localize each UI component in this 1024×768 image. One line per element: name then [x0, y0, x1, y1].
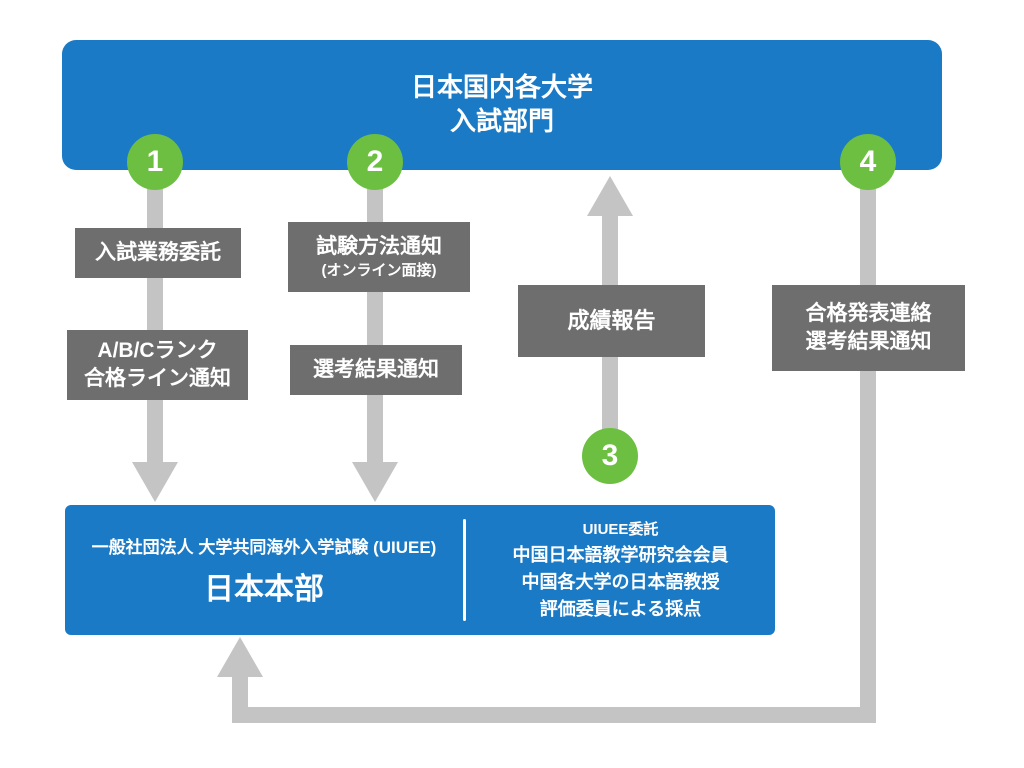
label-box-grade-report: 成績報告 — [518, 285, 705, 357]
headquarters-name: 日本本部 — [204, 572, 324, 606]
committee-line-3: 中国各大学の日本語教授 — [521, 571, 720, 592]
headquarters-right-section: UIUEE委託 中国日本語教学研究会会員 中国各大学の日本語教授 評価委員による… — [466, 505, 775, 635]
label-text-line-1: 試験方法通知 — [316, 235, 442, 259]
label-box-selection-result-notice: 選考結果通知 — [290, 345, 462, 395]
uiuee-headquarters-box: 一般社団法人 大学共同海外入学試験 (UIUEE) 日本本部 UIUEE委託 中… — [65, 505, 775, 635]
arrow-2-shaft — [367, 168, 383, 464]
arrow-3-up-arrowhead-icon — [587, 176, 633, 216]
arrow-1-down-arrowhead-icon — [132, 462, 178, 502]
arrow-1-shaft — [147, 168, 163, 464]
label-text-line-1: A/B/Cランク — [97, 338, 218, 362]
label-text: 成績報告 — [567, 308, 656, 334]
arrow-2-down-arrowhead-icon — [352, 462, 398, 502]
headquarters-left-section: 一般社団法人 大学共同海外入学試験 (UIUEE) 日本本部 — [65, 505, 463, 635]
committee-line-1: UIUEE委託 — [582, 520, 659, 538]
label-text-line-1: 合格発表連絡 — [805, 301, 932, 325]
section-divider — [463, 519, 466, 621]
label-text-line-2: (オンライン面接) — [321, 261, 437, 279]
arrow-4-vertical-shaft — [860, 168, 876, 723]
label-text-line-2: 合格ライン通知 — [84, 367, 231, 390]
step-badge-2: 2 — [347, 134, 403, 190]
organization-line: 一般社団法人 大学共同海外入学試験 (UIUEE) — [91, 537, 437, 557]
label-text-line-2: 選考結果通知 — [805, 330, 932, 353]
step-badge-1: 1 — [127, 134, 183, 190]
universities-banner: 日本国内各大学 入試部門 — [62, 40, 942, 170]
committee-line-2: 中国日本語教学研究会会員 — [512, 544, 729, 565]
banner-line-1: 日本国内各大学 — [410, 72, 593, 103]
label-text: 選考結果通知 — [313, 357, 439, 381]
arrow-4-up-arrowhead-icon — [217, 637, 263, 677]
arrow-4-stub-shaft — [232, 675, 248, 715]
label-text: 入試業務委託 — [95, 240, 221, 264]
committee-line-4: 評価委員による採点 — [539, 598, 702, 619]
banner-line-2: 入試部門 — [449, 106, 554, 136]
step-badge-4: 4 — [840, 134, 896, 190]
arrow-4-horizontal-shaft — [232, 707, 876, 723]
label-box-rank-pass-line: A/B/Cランク 合格ライン通知 — [67, 330, 248, 400]
label-box-exam-method-notice: 試験方法通知 (オンライン面接) — [288, 222, 470, 292]
label-box-admission-outsourcing: 入試業務委託 — [75, 228, 241, 278]
step-badge-3: 3 — [582, 428, 638, 484]
label-box-pass-announcement: 合格発表連絡 選考結果通知 — [772, 285, 965, 371]
